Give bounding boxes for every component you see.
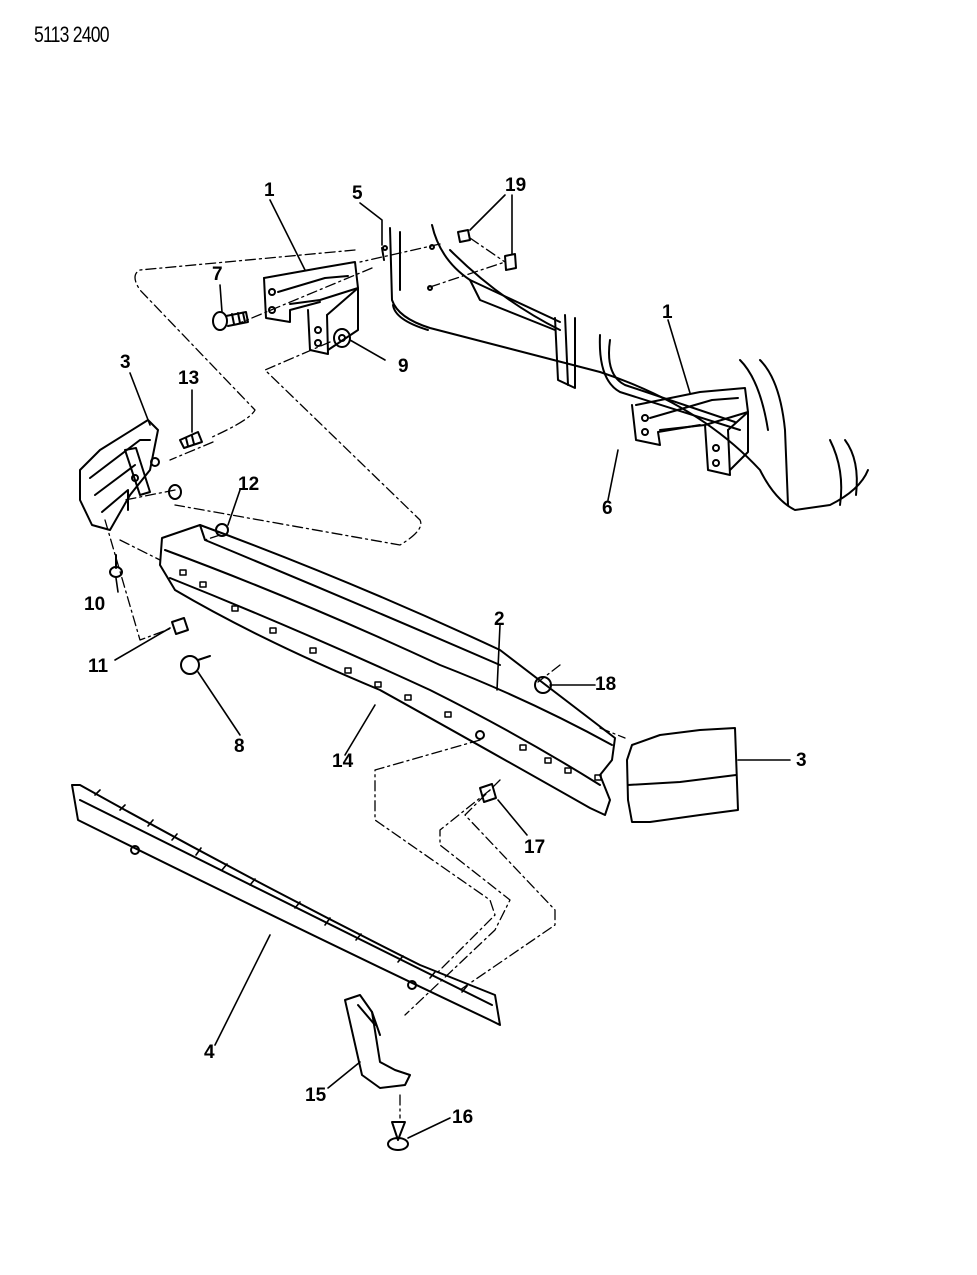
callout-labels: 1 1 2 3 3 4 5 6 7 8 9 10 11 12 13 14 15 … <box>84 175 807 1128</box>
end-cap-3-left <box>79 419 203 578</box>
callout-7: 7 <box>212 264 223 285</box>
callout-9: 9 <box>398 356 409 377</box>
callout-11: 11 <box>88 656 109 677</box>
callout-16: 16 <box>452 1107 473 1128</box>
callout-18: 18 <box>595 674 616 695</box>
callout-14: 14 <box>332 751 354 772</box>
callout-5: 5 <box>352 183 363 204</box>
callout-8: 8 <box>234 736 245 757</box>
bracket-15 <box>344 994 411 1089</box>
bracket-1-right <box>631 387 749 476</box>
callout-19: 19 <box>505 175 526 196</box>
lower-valance-4 <box>71 784 501 1026</box>
fasteners-upper <box>212 229 517 348</box>
callout-3: 3 <box>120 352 131 373</box>
callout-2: 2 <box>494 609 505 630</box>
callout-17: 17 <box>524 837 545 858</box>
callout-1: 1 <box>662 302 673 323</box>
callout-1: 1 <box>264 180 275 201</box>
callout-15: 15 <box>305 1085 327 1106</box>
callout-12: 12 <box>238 474 259 495</box>
callout-13: 13 <box>178 368 199 389</box>
callout-3: 3 <box>796 750 807 771</box>
drawing-number: 5113 2400 <box>34 22 110 47</box>
bumper-bar-2 <box>159 523 616 816</box>
leader-lines <box>114 194 791 1139</box>
callout-10: 10 <box>84 594 105 615</box>
callout-6: 6 <box>602 498 613 519</box>
bolt-16 <box>387 1121 409 1151</box>
callout-4: 4 <box>204 1042 215 1063</box>
end-cap-3-right <box>626 727 739 823</box>
vehicle-body <box>389 224 869 511</box>
